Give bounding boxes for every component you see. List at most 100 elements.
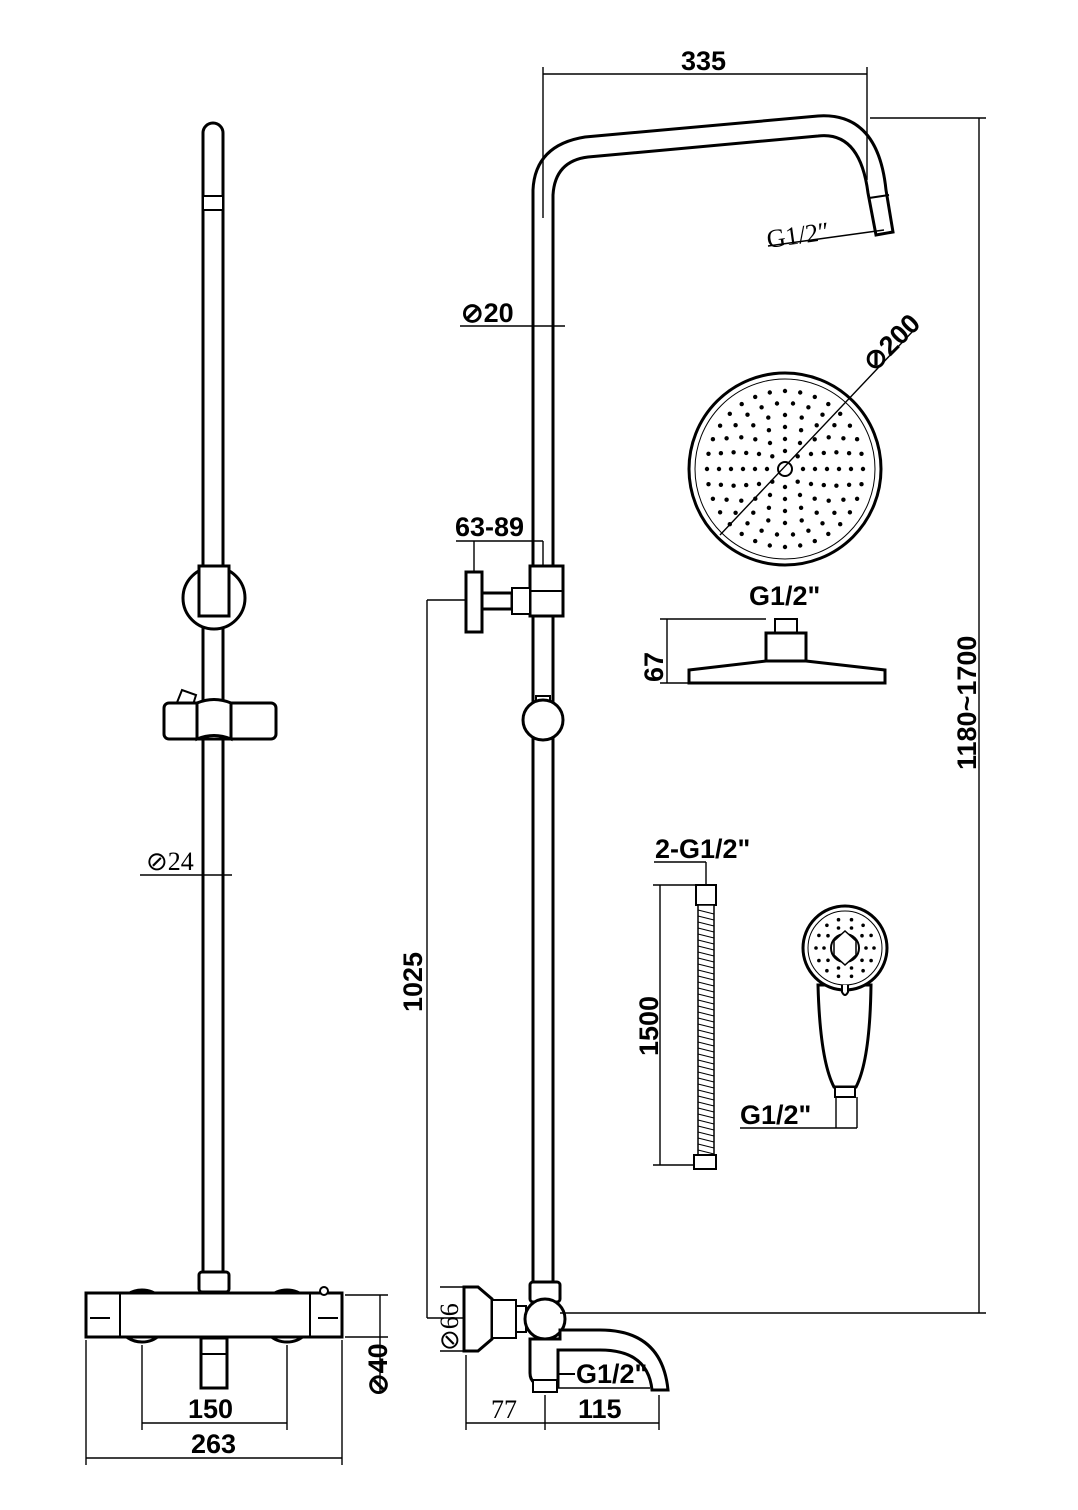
- nozzle-dot: [782, 496, 788, 502]
- nozzle-dot: [797, 492, 803, 498]
- nozzle-dot: [766, 518, 771, 523]
- nozzle-dot: [847, 510, 853, 515]
- nozzle-dot: [820, 412, 825, 417]
- nozzle-dot: [706, 482, 711, 487]
- nozzle-dot: [764, 466, 770, 472]
- front-spout: [199, 1336, 229, 1390]
- nozzle-dot: [766, 505, 772, 510]
- nozzle-dot: [846, 451, 852, 456]
- nozzle-dot: [836, 466, 842, 472]
- label-wall-flange-diameter: ⊘66: [435, 1303, 464, 1351]
- nozzle-dot: [826, 933, 830, 938]
- nozzle-dot: [724, 497, 729, 502]
- nozzle-dot: [817, 958, 821, 963]
- nozzle-dot: [733, 423, 738, 428]
- nozzle-dot: [836, 974, 841, 979]
- nozzle-dot: [774, 401, 780, 406]
- side-slider: [521, 698, 565, 742]
- hose-coil-line: [697, 1017, 715, 1023]
- nozzle-dot: [718, 482, 724, 487]
- rain-head-centre: [777, 461, 793, 477]
- label-mixer-width: 263: [191, 1429, 236, 1459]
- front-top-ring: [202, 195, 224, 211]
- side-spout-thread: [532, 1379, 558, 1393]
- nozzle-dot: [782, 508, 788, 514]
- nozzle-dot: [826, 531, 831, 537]
- hose-coil-line: [697, 921, 715, 927]
- nozzle-dot: [826, 401, 831, 407]
- nozzle-dot: [718, 451, 724, 456]
- hose-coil-line: [697, 1089, 715, 1095]
- hose-coil-line: [697, 1005, 715, 1011]
- nozzle-dot: [731, 483, 736, 488]
- nozzle-dot: [826, 435, 831, 440]
- nozzle-dot: [745, 521, 750, 526]
- nozzle-dot: [744, 450, 749, 456]
- nozzle-dot: [782, 424, 788, 430]
- nozzle-dot: [812, 394, 817, 400]
- hose-coil-line: [697, 1101, 715, 1107]
- nozzle-dot: [864, 946, 868, 950]
- nozzle-dot: [848, 466, 854, 472]
- nozzle-dot: [727, 411, 732, 416]
- rain-shower-head: ⊘200: [687, 308, 926, 567]
- nozzle-dot: [710, 437, 716, 442]
- nozzle-dot: [767, 390, 772, 395]
- front-dimensions: ⊘24 ⊘40 150 263: [85, 847, 393, 1465]
- nozzle-dot: [767, 492, 773, 498]
- hose-coil-line: [697, 1023, 715, 1029]
- nozzle-dot: [849, 974, 854, 979]
- nozzle-dot: [814, 946, 818, 950]
- nozzle-dot: [860, 933, 864, 938]
- front-slider-clamp: [195, 698, 233, 742]
- nozzle-dot: [812, 437, 817, 442]
- hose-coil-line: [697, 1113, 715, 1119]
- nozzle-dot: [820, 521, 825, 526]
- hose-coil-line: [697, 987, 715, 993]
- nozzle-dot: [767, 440, 773, 446]
- hose-coil-line: [697, 981, 715, 987]
- front-view: [84, 121, 344, 1390]
- front-mixer-body: [84, 1291, 344, 1339]
- label-total-height: 1180~1700: [952, 636, 982, 770]
- nozzle-dot: [790, 401, 796, 406]
- nozzle-dot: [825, 923, 829, 928]
- label-bracket-range: 63-89: [455, 512, 524, 542]
- nozzle-dot: [790, 532, 796, 537]
- nozzle-dot: [808, 451, 814, 457]
- nozzle-dot: [832, 423, 837, 428]
- nozzle-dot: [821, 482, 826, 488]
- nozzle-dot: [717, 423, 723, 428]
- hose-coil-line: [697, 951, 715, 957]
- label-handshower-thread: G1/2": [740, 1100, 811, 1130]
- label-spout-reach: 115: [578, 1394, 622, 1424]
- nozzle-dot: [766, 415, 771, 420]
- label-pipe-diameter-lower: ⊘24: [146, 847, 194, 876]
- side-view: [462, 114, 895, 1393]
- nozzle-dot: [825, 968, 829, 973]
- hose-coil-line: [697, 957, 715, 963]
- nozzle-dot: [841, 436, 846, 441]
- label-arm-reach: 335: [681, 46, 726, 76]
- nozzle-dot: [798, 543, 803, 548]
- nozzle-dot: [869, 933, 873, 938]
- nozzle-dot: [836, 926, 841, 930]
- hose-coil-line: [697, 1083, 715, 1089]
- nozzle-dot: [824, 466, 830, 472]
- nozzle-dot: [767, 543, 772, 548]
- nozzle-dot: [770, 454, 775, 459]
- nozzle-dot: [759, 528, 764, 533]
- nozzle-dot: [797, 440, 803, 446]
- hose-coil-line: [697, 1143, 715, 1149]
- label-spout-offset: 77: [491, 1395, 517, 1424]
- hose-coil-line: [697, 1011, 715, 1017]
- shower-hose: 1500 2-G1/2": [634, 834, 750, 1170]
- nozzle-dot: [806, 528, 811, 533]
- hose-coil-line: [697, 1095, 715, 1101]
- nozzle-dot: [838, 411, 843, 416]
- nozzle-dot: [782, 436, 788, 442]
- nozzle-dot: [706, 451, 711, 456]
- nozzle-dot: [739, 435, 744, 440]
- nozzle-dot: [782, 388, 788, 394]
